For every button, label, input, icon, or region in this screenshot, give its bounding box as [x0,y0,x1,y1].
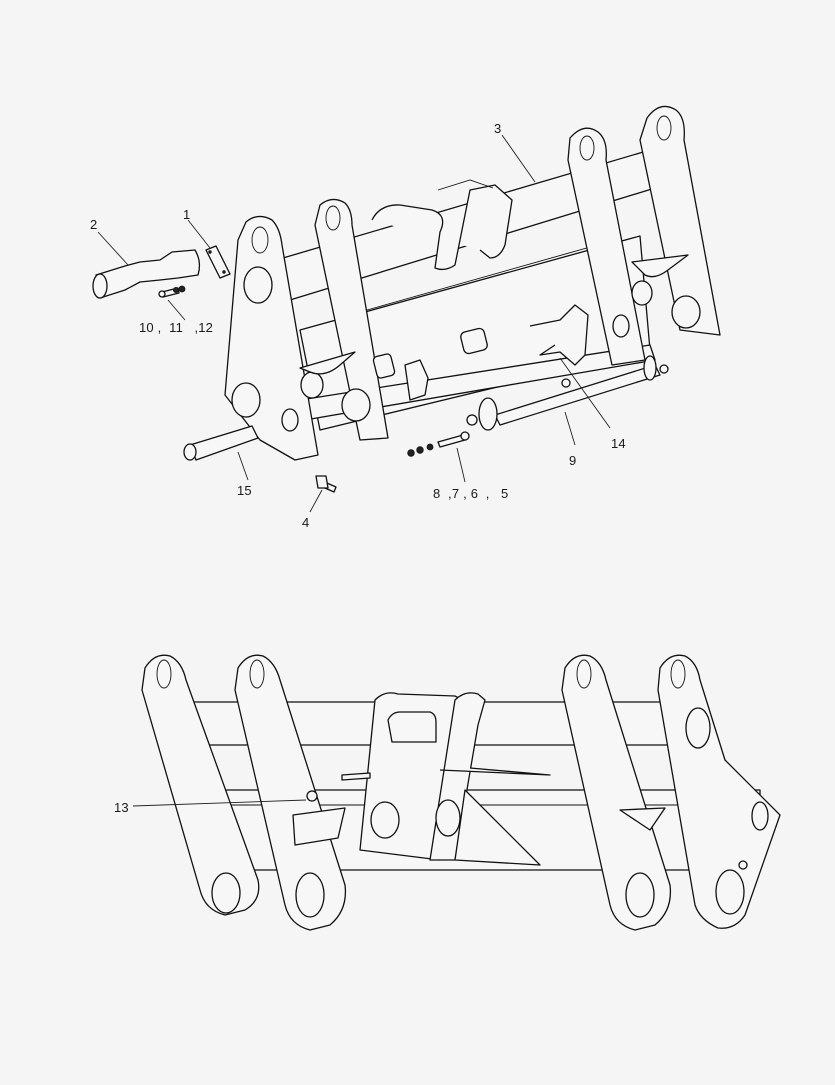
leader-14 [559,357,611,429]
leader-4 [309,489,323,513]
leader-10-12 [167,299,186,321]
callout-2: 2 [90,217,98,232]
leader-3 [501,134,536,183]
callout-13: 13 [114,800,129,815]
callout-4: 4 [302,515,310,530]
callout-9: 9 [569,453,577,468]
callout-14: 14 [611,436,626,451]
callout-8-7-6-5: 8 ,7 , 6 , 5 [433,486,509,501]
upper-assembly [92,105,721,513]
leader-1 [187,219,211,249]
callout-1: 1 [183,207,191,222]
leader-8-5 [456,447,466,483]
leader-13 [132,799,307,807]
callout-15: 15 [237,483,252,498]
leader-2 [97,231,129,266]
callout-3: 3 [494,121,502,136]
callout-10-11-12: 10 , 11 ,12 [139,320,214,335]
lower-assembly [132,654,781,931]
leader-15 [237,451,249,481]
leader-9 [564,411,576,446]
